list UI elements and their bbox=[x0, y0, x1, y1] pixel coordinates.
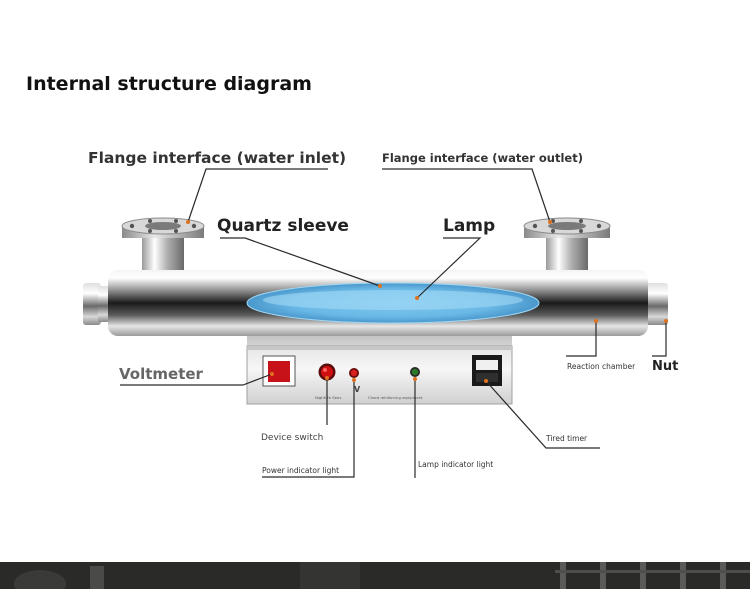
svg-text:V: V bbox=[354, 385, 361, 394]
label-voltmeter: Voltmeter bbox=[119, 365, 203, 383]
label-device-switch: Device switch bbox=[261, 433, 324, 443]
flange-outlet bbox=[523, 217, 611, 238]
panel-text: Chord reinforcing equipment bbox=[368, 395, 423, 400]
panel-switch-caption: Nightlife Sens bbox=[315, 395, 342, 400]
label-lamp-indicator: Lamp indicator light bbox=[418, 460, 494, 469]
label-flange-outlet: Flange interface (water outlet) bbox=[382, 151, 583, 165]
label-nut: Nut bbox=[652, 359, 679, 374]
label-reaction-chamber: Reaction chamber bbox=[567, 362, 636, 371]
diagram-title: Internal structure diagram bbox=[26, 73, 312, 95]
bottom-photo-shapes bbox=[0, 562, 750, 589]
lamp-indicator-light-icon bbox=[410, 367, 420, 377]
label-timer: Tired timer bbox=[546, 434, 588, 443]
leader-lines bbox=[120, 168, 667, 478]
voltmeter-icon bbox=[262, 355, 296, 387]
label-quartz-sleeve: Quartz sleeve bbox=[217, 216, 349, 236]
label-power-indicator: Power indicator light bbox=[262, 466, 340, 475]
power-indicator-light-icon bbox=[349, 368, 359, 378]
leader-dots bbox=[186, 220, 668, 383]
label-flange-inlet: Flange interface (water inlet) bbox=[88, 149, 347, 167]
flange-inlet bbox=[121, 217, 205, 238]
device-switch-icon bbox=[318, 363, 336, 381]
bottom-photo-strip bbox=[0, 562, 750, 589]
label-lamp: Lamp bbox=[443, 216, 496, 236]
